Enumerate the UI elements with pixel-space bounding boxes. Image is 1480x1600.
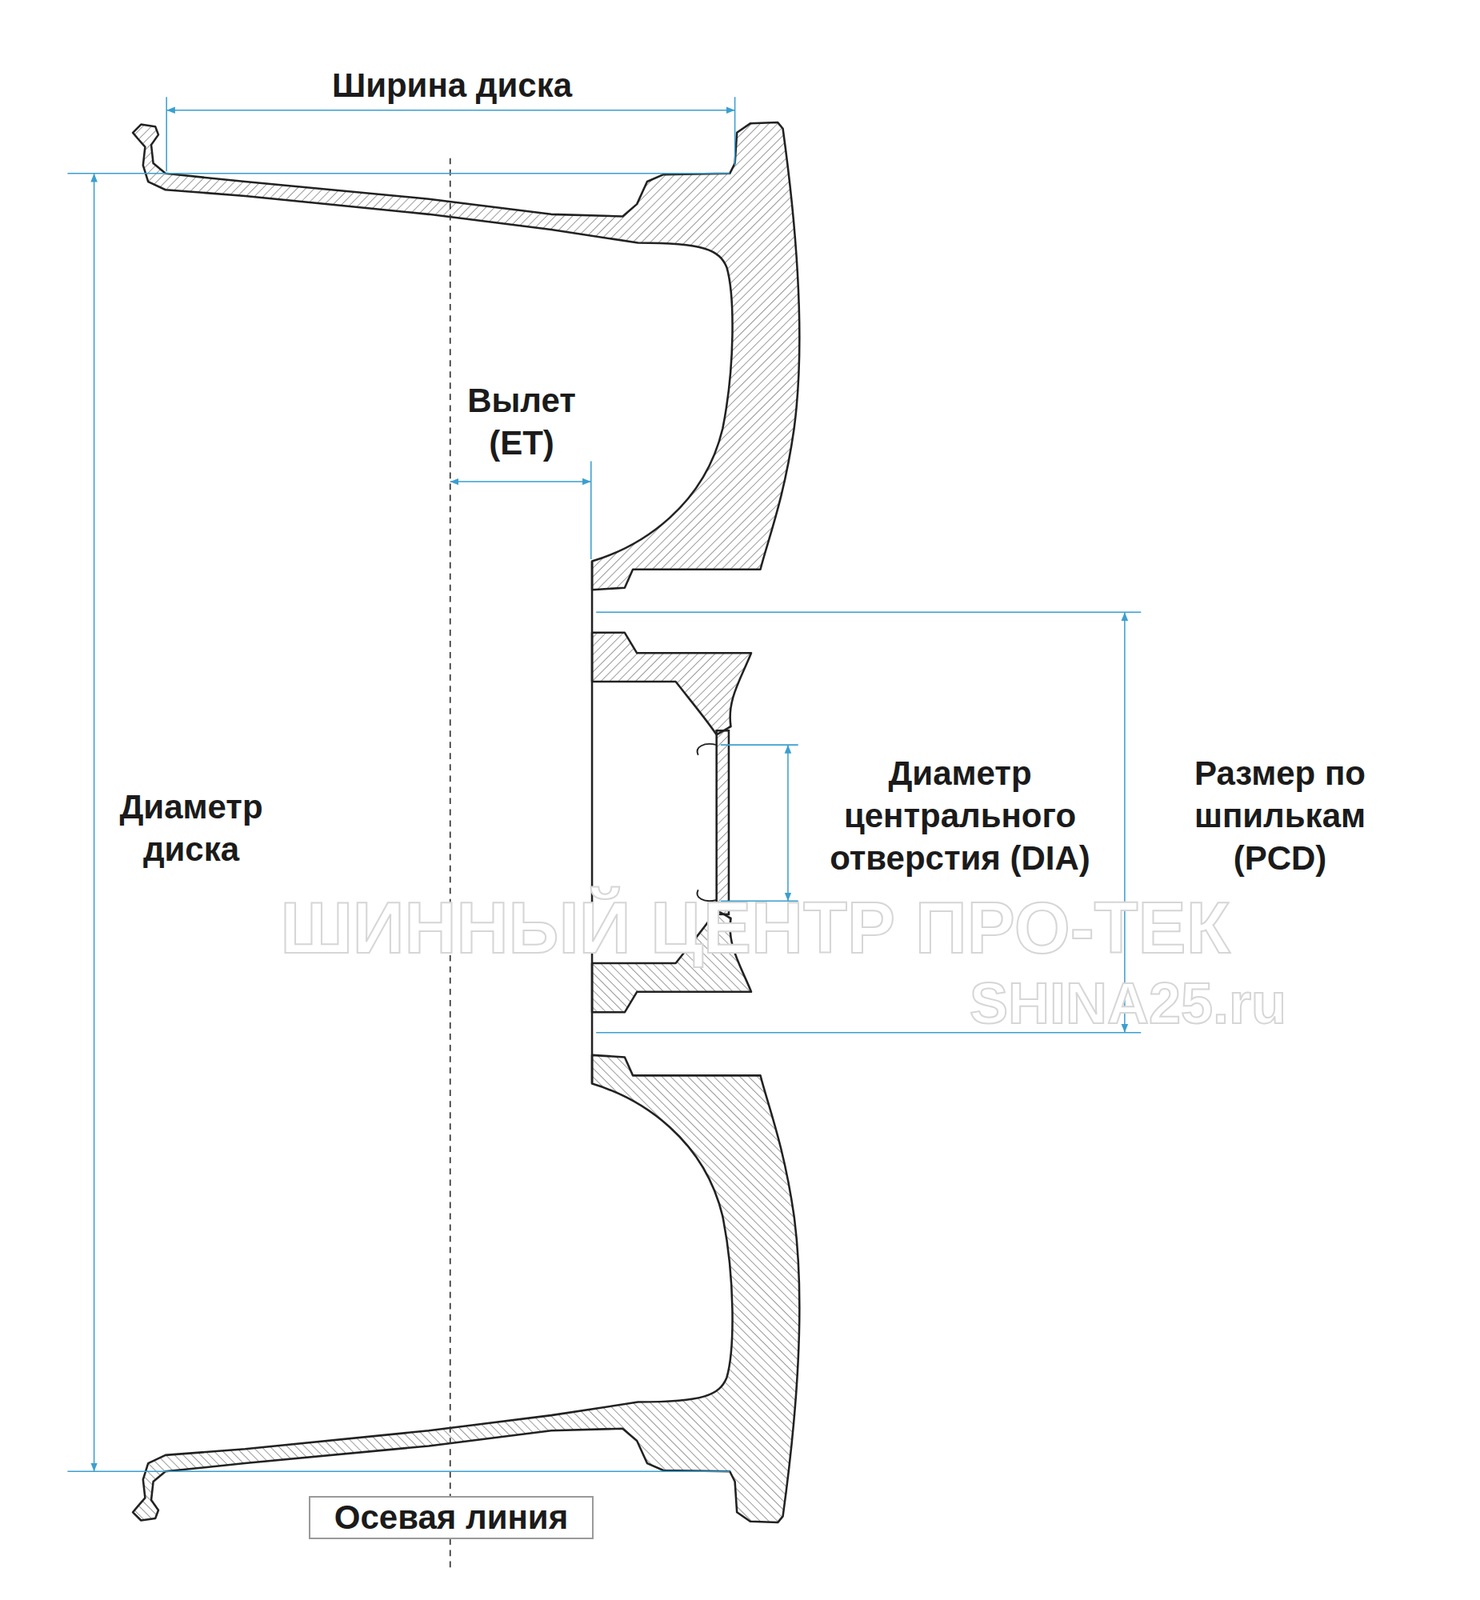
caption-box: Осевая линия — [308, 1496, 594, 1540]
hub-face — [591, 561, 594, 1084]
diameter-dimension — [93, 173, 96, 1472]
extension-line — [67, 1471, 730, 1473]
bore-dimension — [787, 744, 789, 901]
dimension-lines — [67, 96, 1141, 1472]
cap-clip — [697, 744, 717, 756]
pcd-dimension — [1124, 612, 1126, 1033]
wheel-section-upper — [132, 122, 800, 756]
dimension-label: Диаметр диска — [119, 785, 263, 871]
width-dimension — [166, 109, 735, 112]
hub-section — [592, 632, 752, 736]
center-line — [449, 158, 452, 1572]
rim-and-spoke — [132, 122, 800, 590]
extension-line — [596, 612, 1141, 614]
watermark: ШИННЫЙ ЦЕНТР ПРО-ТЕК — [280, 888, 1230, 968]
dimension-label: Вылет (ET) — [467, 379, 576, 464]
rim-and-spoke — [132, 1055, 800, 1523]
dimension-label: Ширина диска — [332, 64, 572, 107]
offset-dimension — [450, 480, 592, 483]
dimension-label: Размер по шпилькам (PCD) — [1152, 752, 1408, 880]
wheel-section-lower — [132, 889, 800, 1523]
watermark: SHINA25.ru — [969, 969, 1287, 1037]
extension-line — [720, 744, 799, 746]
extension-line — [734, 96, 736, 165]
extension-line — [165, 96, 168, 172]
extension-line — [590, 461, 592, 560]
center-cap — [716, 730, 729, 915]
extension-line — [67, 172, 730, 175]
dimension-label: Диаметр центрального отверстия (DIA) — [804, 752, 1116, 880]
box-text: Осевая линия — [334, 1498, 568, 1536]
